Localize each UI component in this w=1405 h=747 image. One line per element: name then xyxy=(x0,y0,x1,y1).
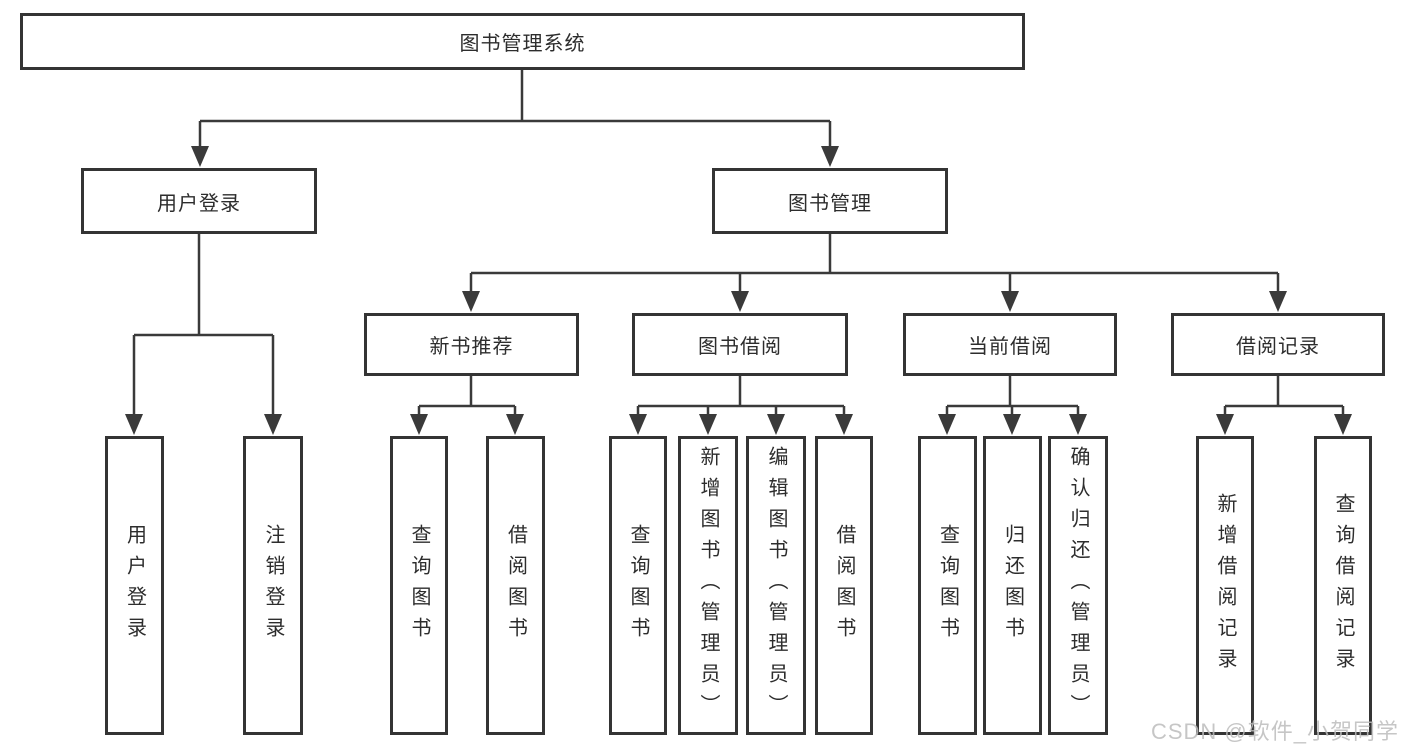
node-book-management-label: 图书管理 xyxy=(788,192,872,215)
leaf-confirm-return-admin-label: 确认归还（管理员） xyxy=(1067,446,1089,725)
leaf-query-books-recommend: 查询图书 xyxy=(390,436,448,735)
node-current-borrowing-label: 当前借阅 xyxy=(968,336,1052,358)
leaf-user-login: 用户登录 xyxy=(105,436,164,735)
leaf-borrow-books-borrowing-label: 借阅图书 xyxy=(833,523,855,648)
leaf-borrow-books-recommend-label: 借阅图书 xyxy=(504,523,527,648)
tree-edges xyxy=(132,70,1345,418)
leaf-query-borrow-record: 查询借阅记录 xyxy=(1314,436,1372,735)
leaf-logout: 注销登录 xyxy=(243,436,303,735)
leaf-query-books-recommend-label: 查询图书 xyxy=(408,523,430,648)
leaf-query-books-current-label: 查询图书 xyxy=(936,523,959,648)
leaf-return-books-label: 归还图书 xyxy=(1001,523,1024,648)
node-borrow-records-label: 借阅记录 xyxy=(1236,336,1320,358)
edge-borrow-records-children xyxy=(1223,376,1345,418)
node-root: 图书管理系统 xyxy=(20,13,1025,70)
leaf-query-books-borrowing-label: 查询图书 xyxy=(627,523,649,648)
leaf-add-books-admin-label: 新增图书（管理员） xyxy=(697,446,719,725)
node-new-book-recommendation-label: 新书推荐 xyxy=(429,336,514,358)
csdn-watermark: CSDN @软件_小贺同学 xyxy=(1150,719,1399,744)
leaf-borrow-books-recommend: 借阅图书 xyxy=(486,436,545,735)
edge-current-borrow-children xyxy=(945,376,1080,418)
leaf-return-books: 归还图书 xyxy=(983,436,1042,735)
node-user-login-label: 用户登录 xyxy=(157,192,241,215)
edge-user-login-children xyxy=(132,234,275,418)
leaf-logout-label: 注销登录 xyxy=(262,523,284,648)
edge-book-mgmt-children xyxy=(469,234,1280,294)
leaf-add-borrow-record-label: 新增借阅记录 xyxy=(1214,492,1236,679)
leaf-borrow-books-borrowing: 借阅图书 xyxy=(815,436,873,735)
leaf-edit-books-admin-label: 编辑图书（管理员） xyxy=(765,446,787,725)
node-user-login: 用户登录 xyxy=(81,168,317,234)
node-root-label: 图书管理系统 xyxy=(459,33,586,55)
edge-new-book-children xyxy=(417,376,517,418)
arrowheads xyxy=(125,146,1352,435)
node-book-borrowing-label: 图书借阅 xyxy=(698,336,782,358)
edge-book-borrow-children xyxy=(636,376,846,418)
leaf-confirm-return-admin: 确认归还（管理员） xyxy=(1048,436,1108,735)
node-current-borrowing: 当前借阅 xyxy=(903,313,1117,376)
edge-root-to-level1 xyxy=(198,70,832,150)
node-book-borrowing: 图书借阅 xyxy=(632,313,848,376)
leaf-add-borrow-record: 新增借阅记录 xyxy=(1196,436,1254,735)
node-book-management: 图书管理 xyxy=(712,168,948,234)
leaf-user-login-label: 用户登录 xyxy=(123,523,146,648)
leaf-query-books-current: 查询图书 xyxy=(918,436,977,735)
leaf-query-books-borrowing: 查询图书 xyxy=(609,436,667,735)
leaf-query-borrow-record-label: 查询借阅记录 xyxy=(1332,492,1354,679)
leaf-edit-books-admin: 编辑图书（管理员） xyxy=(746,436,806,735)
leaf-add-books-admin: 新增图书（管理员） xyxy=(678,436,738,735)
node-new-book-recommendation: 新书推荐 xyxy=(364,313,579,376)
node-borrow-records: 借阅记录 xyxy=(1171,313,1385,376)
